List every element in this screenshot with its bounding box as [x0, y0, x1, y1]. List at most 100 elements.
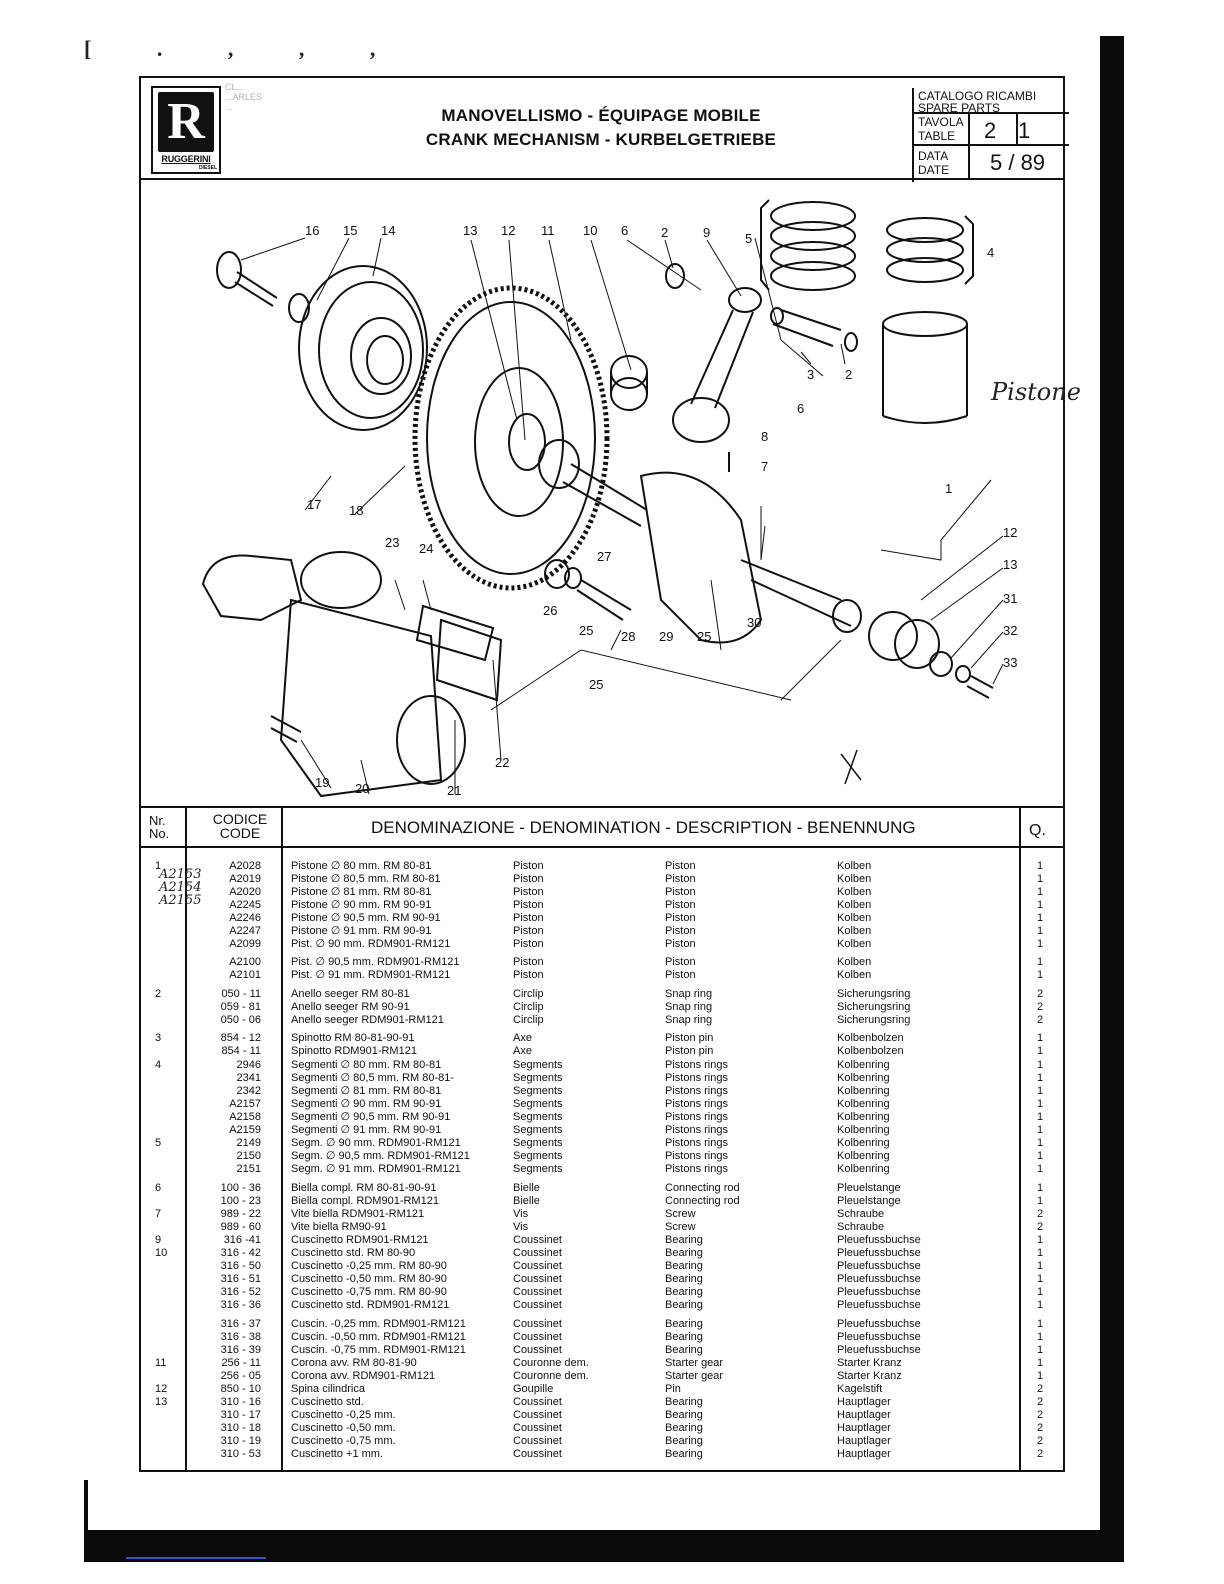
cell-it: Pistone ∅ 90 mm. RM 90-91 — [291, 899, 432, 911]
cell-de: Kolben — [837, 912, 872, 924]
cell-it: Cuscinetto std. RM 80-90 — [291, 1247, 416, 1259]
cell-it: Spina cilindrica — [291, 1383, 365, 1395]
cell-de: Pleuefussbuchse — [837, 1344, 921, 1356]
cell-en: Piston — [665, 956, 696, 968]
tavola-label: TAVOLA — [918, 115, 964, 129]
cell-code: 310 - 17 — [220, 1409, 261, 1421]
cell-q: 1 — [1037, 1273, 1044, 1285]
cell-q: 1 — [1037, 1124, 1044, 1136]
cell-de: Sicherungsring — [837, 1001, 911, 1013]
data-label: DATA — [918, 149, 949, 163]
cell-fr: Coussinet — [513, 1409, 562, 1421]
cell-en: Bearing — [665, 1409, 703, 1421]
code-label: CODE — [219, 825, 261, 841]
cell-nr: 13 — [155, 1396, 168, 1408]
cell-code: 310 - 18 — [220, 1422, 261, 1434]
callout-12b: 12 — [1003, 525, 1018, 540]
cell-nr: 12 — [155, 1383, 168, 1395]
cell-it: Cuscinetto -0,75 mm. RM 80-90 — [291, 1286, 447, 1298]
cell-en: Piston pin — [665, 1045, 714, 1057]
cell-fr: Circlip — [513, 988, 544, 1000]
callout-13b: 13 — [1003, 557, 1018, 572]
cell-code: 310 - 16 — [220, 1396, 261, 1408]
cell-nr: 6 — [155, 1182, 162, 1194]
cell-nr: 5 — [155, 1137, 162, 1149]
cell-code: 316 - 51 — [220, 1273, 261, 1285]
cell-de: Kolbenring — [837, 1085, 890, 1097]
cell-de: Pleuefussbuchse — [837, 1299, 921, 1311]
cell-code: 256 - 11 — [221, 1357, 261, 1369]
cell-nr: 4 — [155, 1059, 162, 1071]
cell-fr: Coussinet — [513, 1247, 562, 1259]
cell-q: 2 — [1037, 988, 1044, 1000]
cell-code: 316 - 39 — [220, 1344, 261, 1356]
table-number-1: 2 — [984, 118, 997, 143]
cell-code: 2341 — [236, 1072, 261, 1084]
cell-en: Pistons rings — [665, 1111, 728, 1123]
cell-nr: 11 — [155, 1357, 167, 1369]
callout-5: 5 — [745, 231, 753, 246]
cell-de: Kagelstift — [837, 1383, 883, 1395]
piston-rings-icon — [760, 199, 974, 291]
cell-code: 2151 — [236, 1163, 261, 1175]
cell-de: Pleuefussbuchse — [837, 1273, 921, 1285]
bushing-icon — [610, 355, 648, 411]
link-underline[interactable] — [126, 1557, 266, 1559]
catalog-info-box: CATALOGO RICAMBI SPARE PARTS TAVOLA TABL… — [912, 88, 1069, 182]
pulley-bolt-icon — [216, 251, 310, 323]
handwritten-note: Pistone — [991, 378, 1081, 406]
cell-q: 1 — [1037, 1045, 1044, 1057]
cell-it: Cuscinetto std. — [291, 1396, 364, 1408]
cell-q: 1 — [1037, 1150, 1044, 1162]
cell-en: Piston — [665, 886, 696, 898]
callout-15: 15 — [343, 223, 358, 238]
cell-fr: Bielle — [513, 1182, 540, 1194]
cell-q: 1 — [1037, 860, 1044, 872]
cell-en: Piston — [665, 873, 696, 885]
stamp-line: ... — [225, 102, 233, 112]
cell-en: Connecting rod — [665, 1195, 740, 1207]
cell-de: Pleuefussbuchse — [837, 1318, 921, 1330]
cell-fr: Coussinet — [513, 1422, 562, 1434]
callout-7: 7 — [761, 459, 769, 474]
cell-it: Anello seeger RDM901-RM121 — [291, 1014, 444, 1026]
cell-en: Connecting rod — [665, 1182, 740, 1194]
cell-code: 100 - 36 — [220, 1182, 261, 1194]
cell-fr: Circlip — [513, 1014, 544, 1026]
callout-leaders — [240, 237, 1004, 795]
cell-de: Kolben — [837, 899, 872, 911]
cell-de: Kolben — [837, 873, 872, 885]
cell-de: Kolbenring — [837, 1137, 890, 1149]
cell-code: 316 - 36 — [220, 1299, 261, 1311]
callout-26: 26 — [543, 603, 558, 618]
cell-q: 1 — [1037, 1357, 1044, 1369]
cell-de: Kolbenring — [837, 1163, 890, 1175]
cell-it: Vite biella RM90-91 — [291, 1221, 387, 1233]
handwritten-code: A2154 — [159, 880, 202, 895]
cell-en: Bearing — [665, 1299, 703, 1311]
cell-de: Schraube — [837, 1221, 885, 1233]
cell-q: 1 — [1037, 925, 1044, 937]
connecting-rod-icon — [672, 287, 762, 472]
brand-name: RUGGERINI — [161, 154, 211, 164]
cell-en: Bearing — [665, 1286, 703, 1298]
callout-22: 22 — [495, 755, 510, 770]
callout-23: 23 — [385, 535, 400, 550]
date-value: 5 / 89 — [990, 150, 1046, 175]
cell-fr: Coussinet — [513, 1273, 562, 1285]
cell-code: A2157 — [229, 1098, 261, 1110]
cell-it: Pist. ∅ 91 mm. RDM901-RM121 — [291, 969, 451, 981]
cell-code: 316 - 42 — [220, 1247, 261, 1259]
cell-code: 989 - 60 — [220, 1221, 261, 1233]
cell-fr: Goupille — [513, 1383, 554, 1395]
cell-en: Screw — [665, 1221, 696, 1233]
col-code-header: CODICE CODE — [205, 812, 275, 852]
